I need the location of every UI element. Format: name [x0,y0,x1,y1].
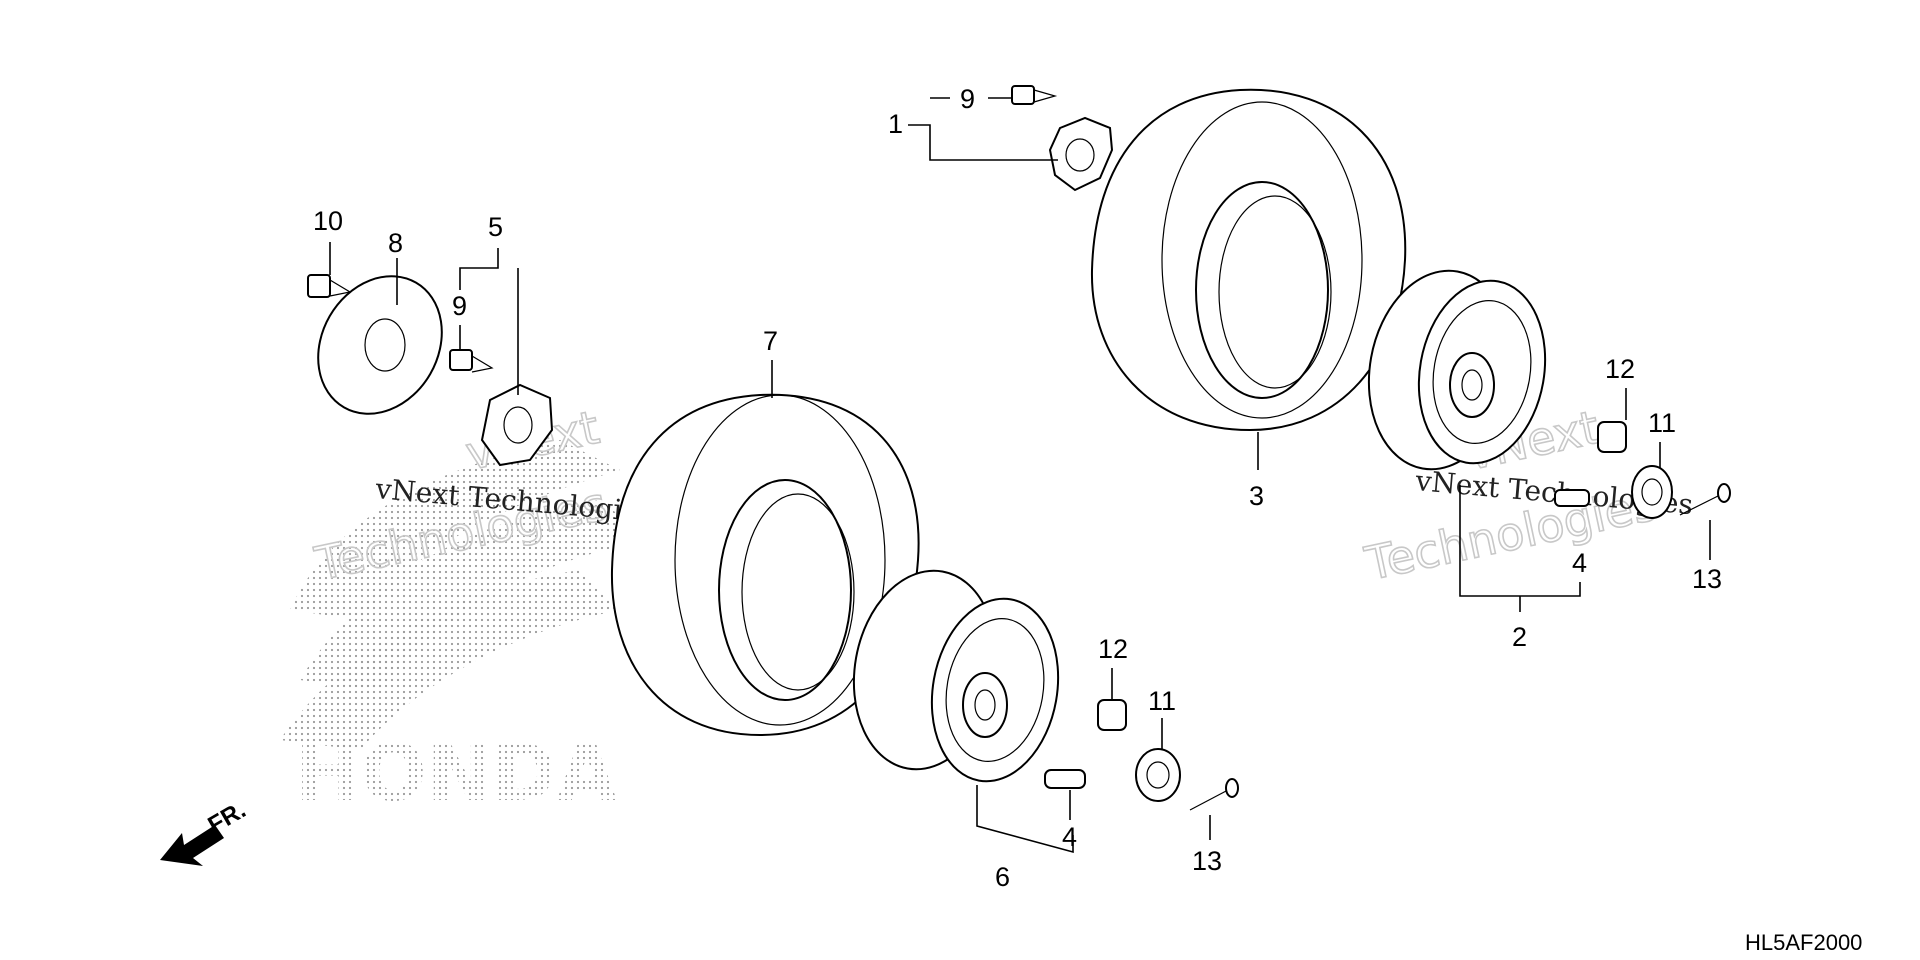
hub-1 [1048,116,1114,192]
cap-12-front [1097,699,1127,731]
valve-4-rear [1554,489,1590,507]
bolt-9-top [1011,85,1058,105]
arrow-down-left-icon [160,825,224,866]
valve-4-front [1044,769,1086,789]
callout-4-front: 4 [1062,822,1077,852]
callout-12-rear: 12 [1605,354,1635,384]
callout-9-left: 9 [452,291,467,321]
figure-code: HL5AF2000 [1745,930,1862,955]
callout-11-front: 11 [1148,686,1176,716]
callout-12-front: 12 [1098,634,1128,664]
tire-front [610,393,920,737]
tire-rear [1090,88,1407,432]
callout-6: 6 [995,862,1010,892]
callout-13-rear: 13 [1692,564,1722,594]
nut-11-rear [1631,465,1673,519]
callout-8: 8 [388,228,403,258]
callout-9-top: 9 [960,84,975,114]
callout-1: 1 [888,109,903,139]
callout-7: 7 [763,326,778,356]
callout-13-front: 13 [1192,846,1222,876]
callout-5: 5 [488,212,503,242]
callout-4-rear: 4 [1572,548,1587,578]
callout-10: 10 [313,206,343,236]
nut-11-front [1135,748,1181,802]
hub-5 [480,383,554,467]
disc-8 [317,275,443,415]
pin-13-front [1189,778,1239,811]
leader-lines [329,97,1711,854]
pin-13-rear [1679,483,1731,516]
wheel-rear [1367,269,1547,471]
cap-12-rear [1597,421,1627,453]
bolt-10 [307,274,352,298]
bolt-9-left [449,349,494,373]
callout-3: 3 [1249,481,1264,511]
front-direction-indicator: FR. [160,796,250,866]
honda-wordmark: HONDA [295,729,617,819]
callout-2: 2 [1512,622,1527,652]
wheel-front [852,569,1060,783]
callout-11-rear: 11 [1648,408,1676,438]
honda-logo-watermark: HONDA [280,440,650,819]
